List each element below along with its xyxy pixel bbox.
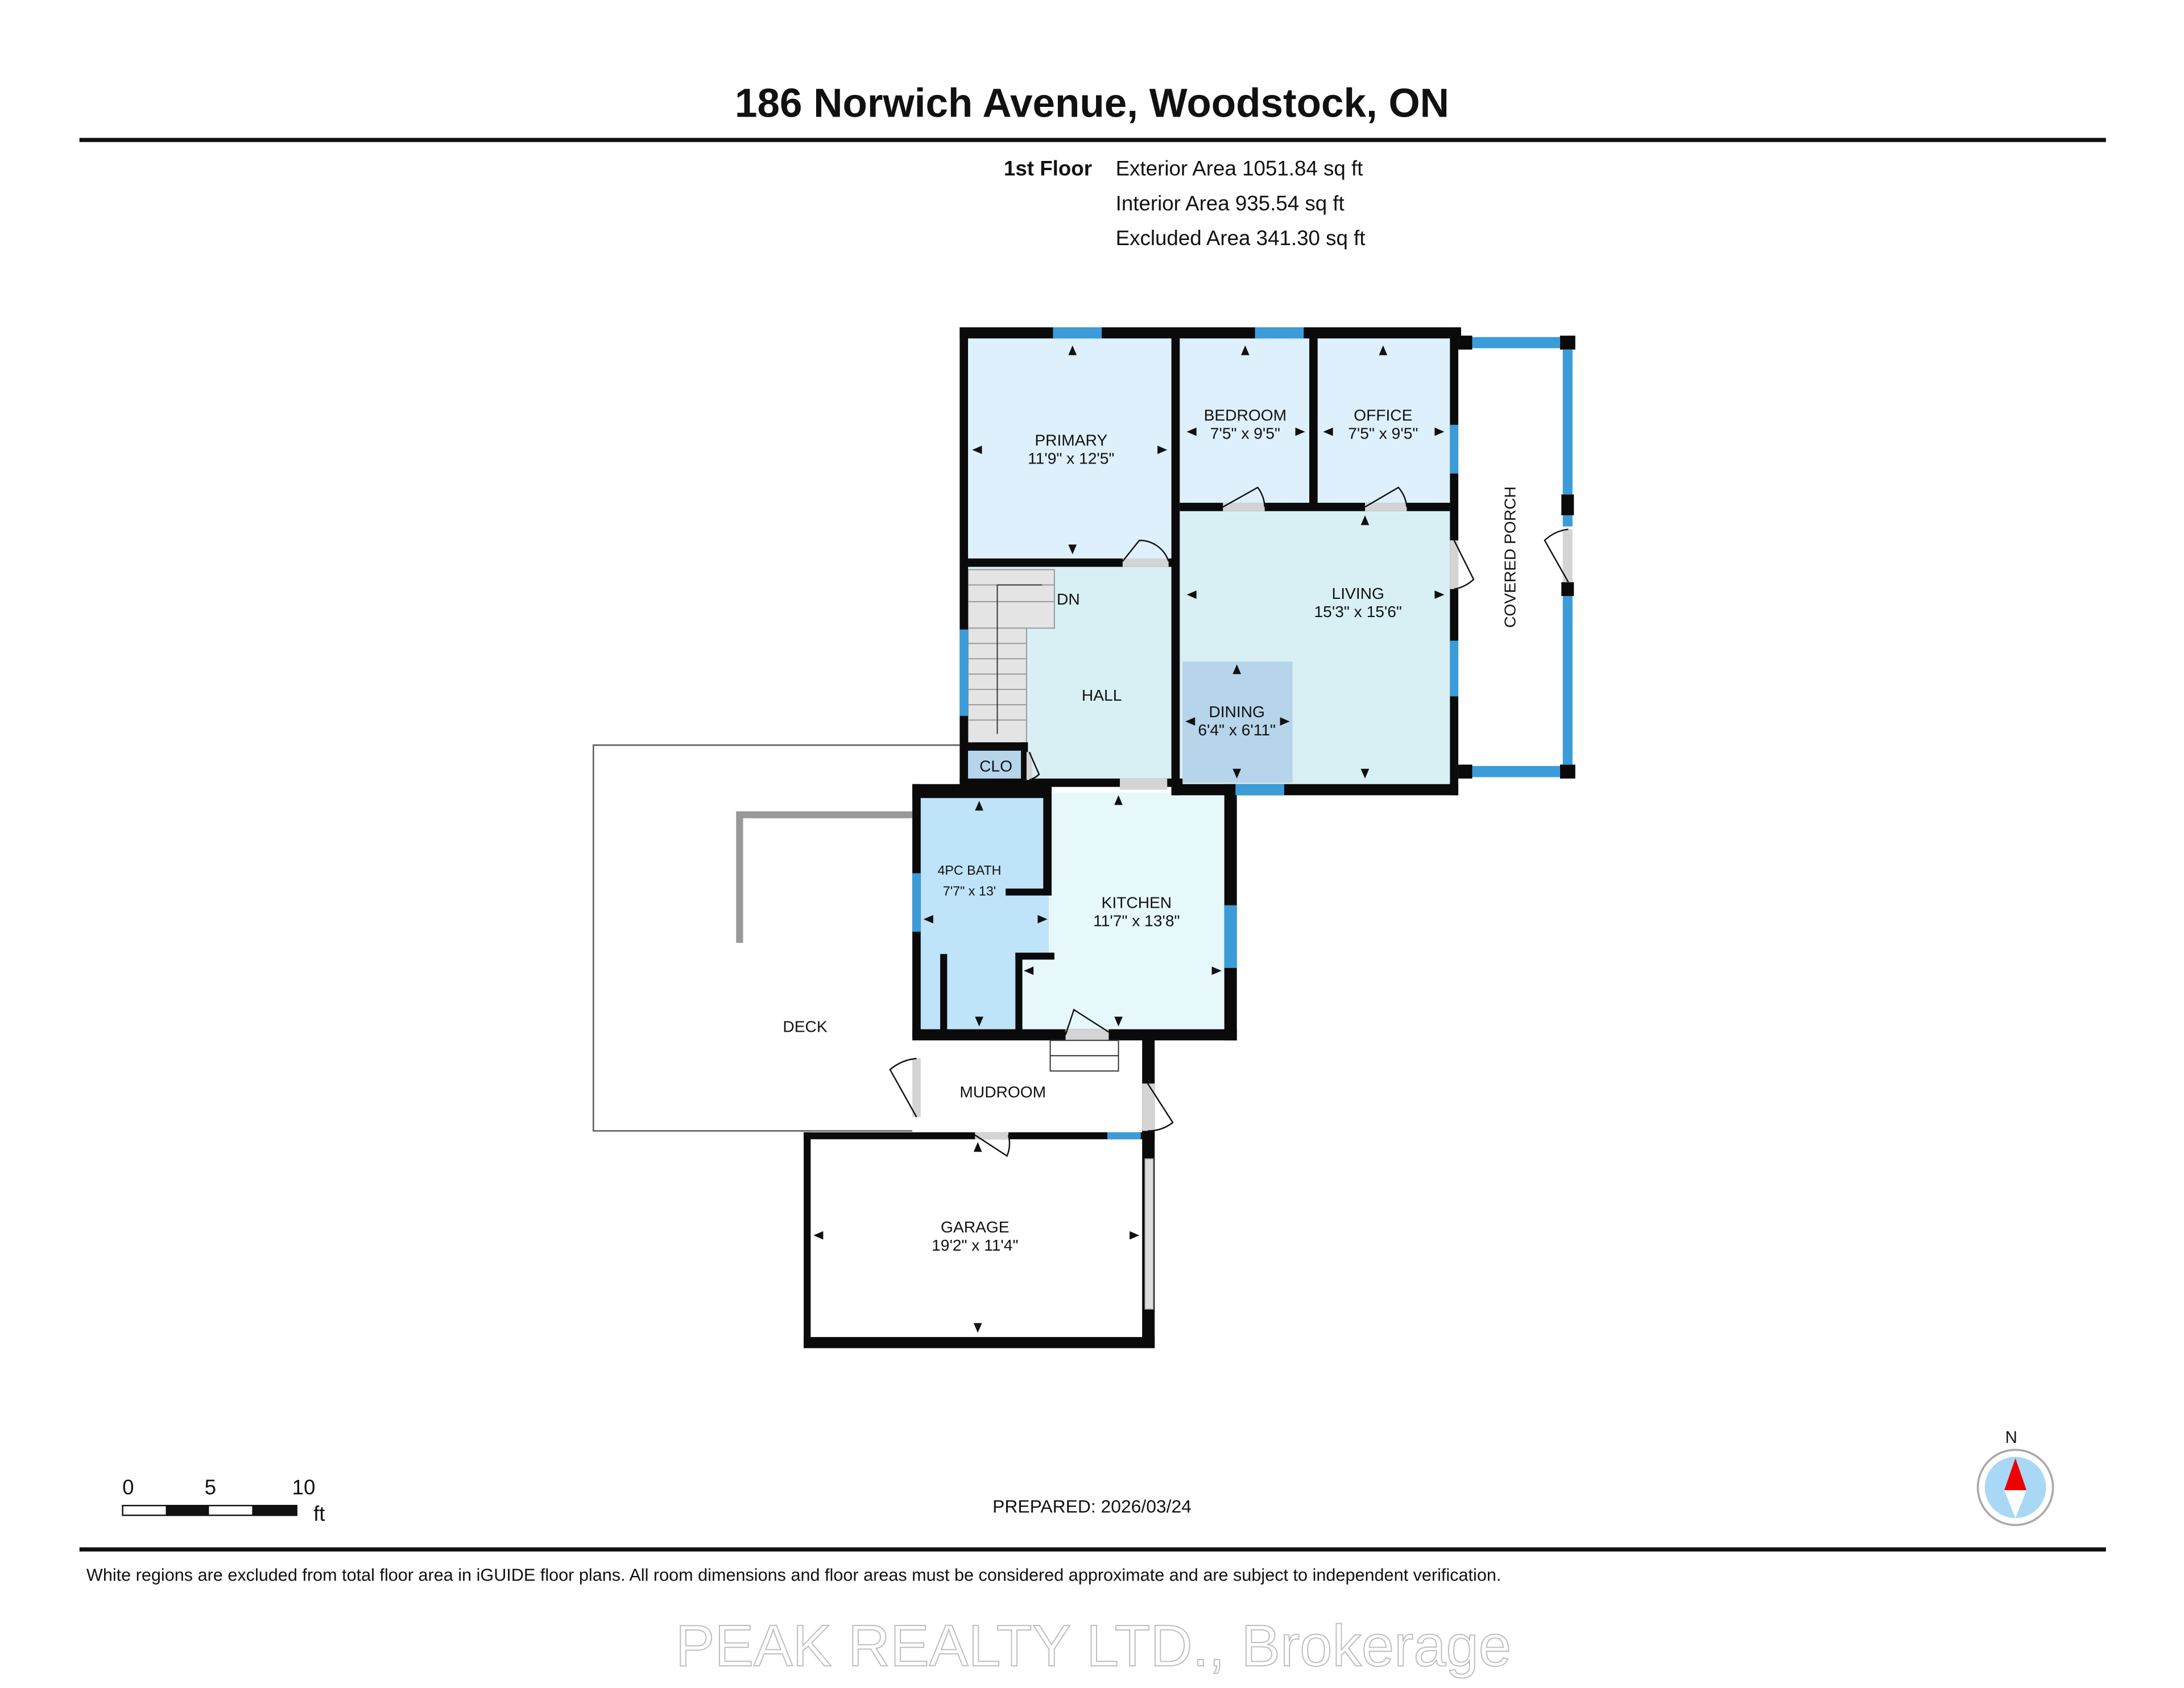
primary-dims: 11'9" x 12'5" <box>1028 449 1114 467</box>
room-kitchen-nook <box>1018 955 1052 1032</box>
scale-unit: ft <box>313 1502 325 1525</box>
room-closet <box>968 750 1027 781</box>
bedroom-name: BEDROOM <box>1204 407 1287 424</box>
footer-divider <box>79 1547 2106 1552</box>
primary-name: PRIMARY <box>1035 432 1107 449</box>
stairs-label: DN <box>1057 590 1080 608</box>
watermark: PEAK REALTY LTD., Brokerage <box>676 1613 1511 1678</box>
office-name: OFFICE <box>1354 407 1412 424</box>
disclaimer: White regions are excluded from total fl… <box>86 1565 1501 1584</box>
interior-area: Interior Area 935.54 sq ft <box>1116 192 1345 215</box>
page-title: 186 Norwich Avenue, Woodstock, ON <box>735 81 1449 126</box>
scale-tick-5: 5 <box>205 1476 216 1499</box>
room-primary <box>965 338 1176 561</box>
living-name: LIVING <box>1332 585 1384 602</box>
compass-north-label: N <box>2005 1428 2017 1447</box>
scale-tick-0: 0 <box>122 1476 134 1499</box>
living-dims: 15'3" x 15'6" <box>1314 603 1402 620</box>
room-bedroom <box>1180 338 1312 506</box>
scale-tick-10: 10 <box>292 1476 316 1499</box>
scale-bar: 0 5 10 ft <box>122 1476 325 1525</box>
bath-name: 4PC BATH <box>938 863 1002 878</box>
doors <box>889 486 1573 1310</box>
porch-name: COVERED PORCH <box>1501 486 1519 628</box>
bedroom-dims: 7'5" x 9'5" <box>1210 424 1280 442</box>
office-dims: 7'5" x 9'5" <box>1348 424 1418 442</box>
exterior-area: Exterior Area 1051.84 sq ft <box>1116 157 1363 180</box>
mudroom-name: MUDROOM <box>959 1083 1046 1101</box>
dining-name: DINING <box>1209 703 1265 721</box>
windows <box>912 327 1573 1140</box>
prepared-date: PREPARED: 2026/03/24 <box>992 1496 1192 1516</box>
header-divider <box>79 138 2106 142</box>
room-office <box>1316 338 1450 506</box>
room-kitchen <box>1049 792 1230 1032</box>
excluded-area: Excluded Area 341.30 sq ft <box>1116 226 1366 250</box>
north-compass-icon: N <box>1976 1428 2054 1526</box>
deck-name: DECK <box>783 1018 827 1036</box>
closet-name: CLO <box>979 758 1012 775</box>
dimension-arrows <box>813 345 1445 1333</box>
kitchen-dims: 11'7" x 13'8" <box>1093 912 1180 929</box>
room-dining <box>1182 661 1293 783</box>
deck <box>593 744 960 1132</box>
garage-name: GARAGE <box>941 1218 1009 1236</box>
kitchen-name: KITCHEN <box>1102 894 1172 912</box>
floor-label: 1st Floor <box>1004 157 1092 180</box>
garage-dims: 19'2" x 11'4" <box>932 1236 1018 1254</box>
bath-dims: 7'7" x 13' <box>943 884 996 899</box>
stairs <box>967 569 1055 746</box>
hall-name: HALL <box>1082 686 1122 704</box>
dining-dims: 6'4" x 6'11" <box>1198 721 1276 739</box>
